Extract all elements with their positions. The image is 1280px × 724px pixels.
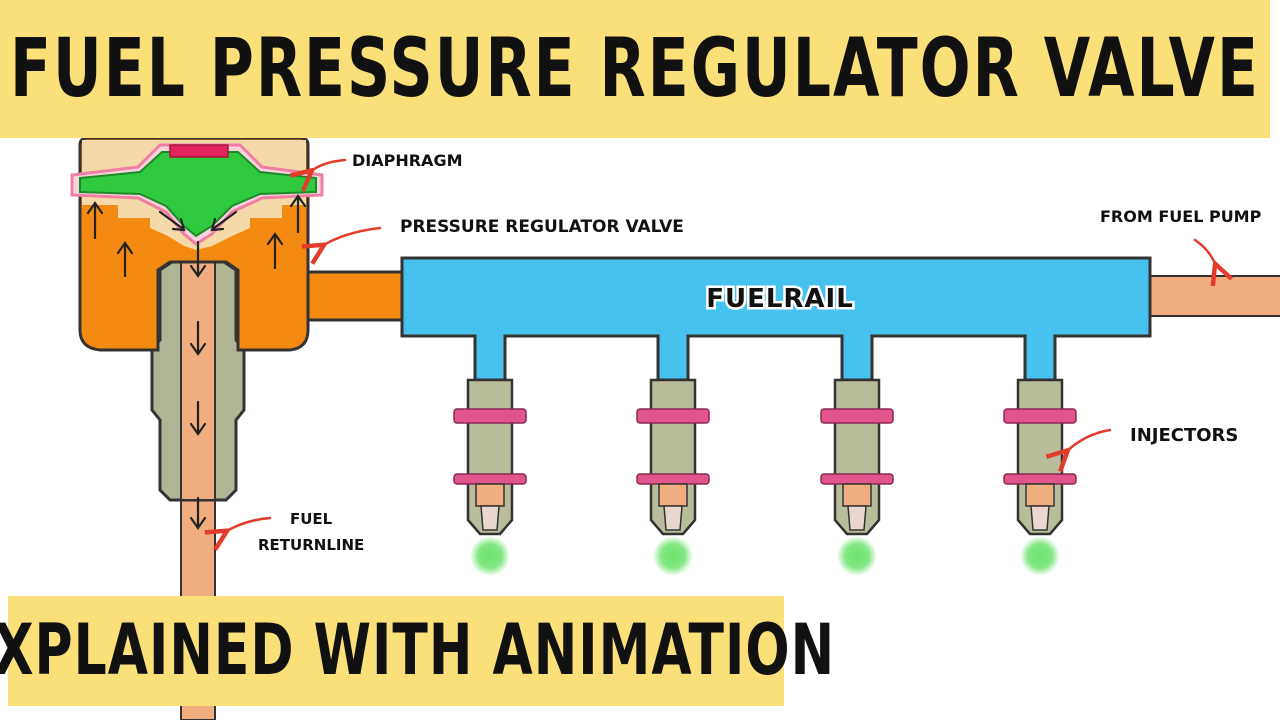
- fuel-spray: [653, 536, 693, 576]
- subtitle-banner: EXPLAINED WITH ANIMATION: [0, 596, 834, 706]
- curved-arrow-icon: [310, 158, 347, 172]
- return-line-inner: [180, 239, 216, 501]
- page-title: FUEL PRESSURE REGULATOR VALVE: [10, 21, 1260, 117]
- pointer-arrows: [225, 158, 1216, 532]
- diaphragm-cap: [169, 144, 229, 158]
- arrow-icon: [189, 496, 207, 530]
- injectors: [453, 378, 1077, 576]
- curved-arrow-icon: [1066, 428, 1112, 452]
- from-fuel-pump-label: FROM FUEL PUMP: [1100, 207, 1262, 226]
- fuel-spray: [837, 536, 877, 576]
- arrow-icon: [266, 232, 284, 270]
- diaphragm-label: DIAPHRAGM: [352, 151, 463, 170]
- curved-arrow-icon: [322, 226, 382, 246]
- fuel-rail-label: FUELRAIL: [706, 284, 854, 314]
- title-banner: FUEL PRESSURE REGULATOR VALVE: [0, 0, 1270, 138]
- arrow-icon: [189, 320, 207, 356]
- regulator-outlet-pipe: [298, 270, 412, 322]
- injector-2: [636, 378, 710, 576]
- curved-arrow-icon: [1193, 238, 1216, 266]
- arrow-icon: [86, 201, 104, 240]
- page-subtitle: EXPLAINED WITH ANIMATION: [0, 610, 836, 692]
- fuel-rail: [400, 256, 1152, 382]
- fuel-spray: [1020, 536, 1060, 576]
- arrow-icon: [189, 240, 207, 278]
- arrow-icon: [210, 210, 238, 232]
- injectors-label: INJECTORS: [1130, 425, 1238, 446]
- injector-3: [820, 378, 894, 576]
- pressure-regulator-valve-label: PRESSURE REGULATOR VALVE: [400, 217, 684, 237]
- arrow-icon: [189, 400, 207, 436]
- injector-1: [453, 378, 527, 576]
- fuel-return-line-label-1: FUEL: [290, 510, 333, 528]
- arrow-icon: [289, 194, 307, 234]
- injector-4: [1003, 378, 1077, 576]
- fuel-return-line-label-2: RETURNLINE: [258, 536, 364, 554]
- arrow-icon: [116, 241, 134, 278]
- curved-arrow-icon: [225, 516, 272, 532]
- fuel-spray: [470, 536, 510, 576]
- fuel-pump-inlet-pipe: [1147, 275, 1280, 317]
- arrow-icon: [158, 210, 186, 232]
- flow-arrows-regulator: [86, 194, 307, 530]
